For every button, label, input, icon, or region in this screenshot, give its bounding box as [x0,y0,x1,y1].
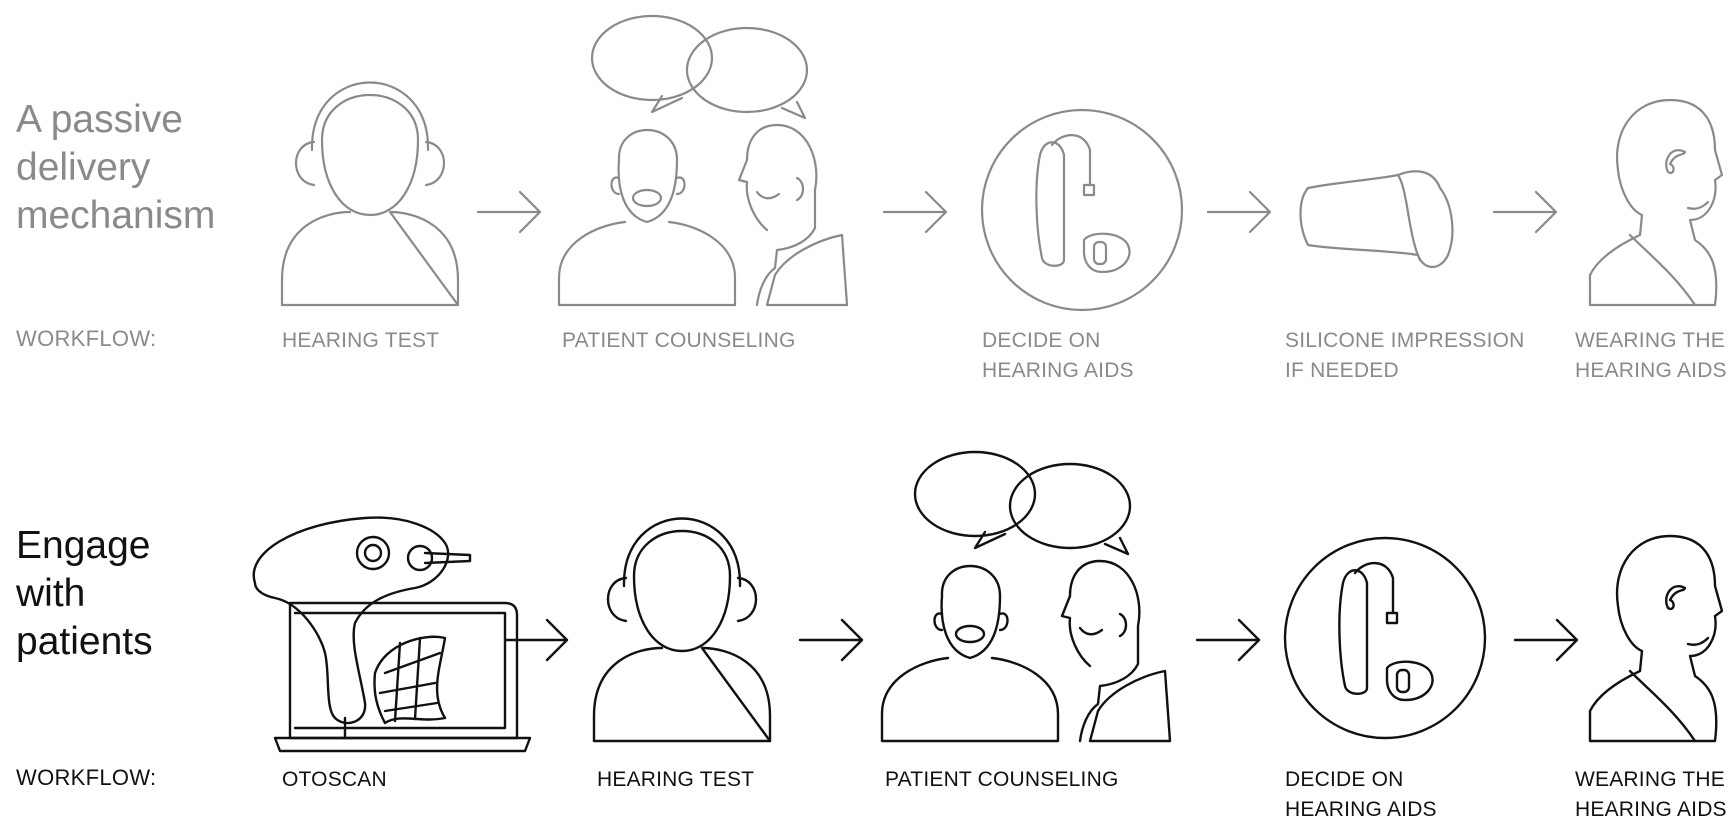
passive-workflow-label: WORKFLOW: [16,326,157,351]
engage-step-label: HEARING TEST [597,768,755,791]
engage-heading: Engage with patients [16,524,153,663]
headphones-person-icon [592,517,772,743]
otoscan-icon [252,516,532,753]
arrow-icon [798,618,864,662]
engage-workflow-label: WORKFLOW: [16,765,157,790]
wearing-hearing-aid-icon [1588,534,1724,743]
engage-step-label: DECIDE ON HEARING AIDS [1285,768,1437,821]
wearing-hearing-aid-icon [1588,98,1724,307]
engage-step-label: WEARING THE HEARING AIDS [1575,768,1727,821]
passive-heading: A passive delivery mechanism [16,98,216,237]
hearing-aid-icon [1283,536,1487,740]
passive-step-label: HEARING TEST [282,329,440,352]
silicone-impression-icon [1299,170,1454,269]
arrow-icon [1195,618,1261,662]
passive-step-label: PATIENT COUNSELING [562,329,796,352]
engage-step-label: PATIENT COUNSELING [885,768,1119,791]
arrow-icon [476,190,542,234]
counseling-icon [880,450,1172,743]
passive-step-label: DECIDE ON HEARING AIDS [982,329,1134,382]
arrow-icon [1206,190,1272,234]
arrow-icon [882,190,948,234]
hearing-aid-icon [980,108,1184,312]
passive-step-label: WEARING THE HEARING AIDS [1575,329,1727,382]
passive-step-label: SILICONE IMPRESSION IF NEEDED [1285,329,1525,382]
arrow-icon [503,618,569,662]
arrow-icon [1492,190,1558,234]
counseling-icon [557,14,849,307]
headphones-person-icon [280,81,460,307]
arrow-icon [1513,618,1579,662]
engage-step-label: OTOSCAN [282,768,387,791]
